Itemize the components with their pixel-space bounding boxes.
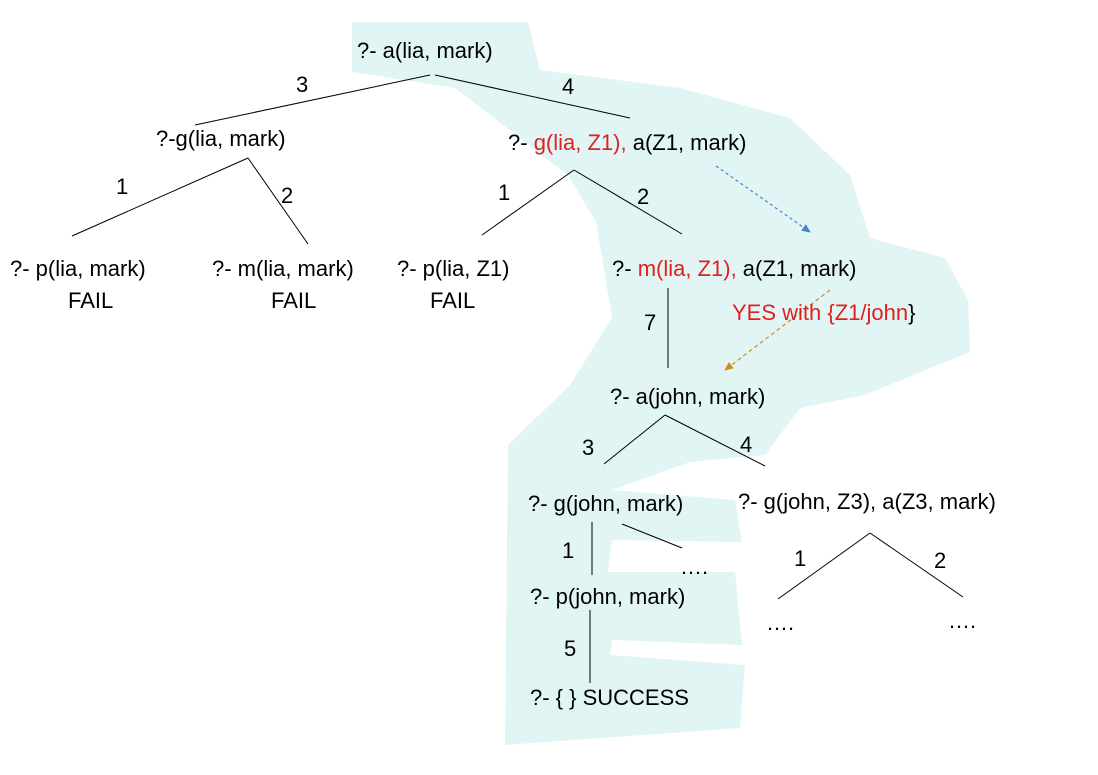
status-fail-1: FAIL: [68, 288, 113, 313]
node-goal3-rest: a(Z1, mark): [737, 256, 857, 281]
edge-label-2-left: 2: [281, 183, 293, 208]
edge-a-john-to-g-john: [603, 414, 666, 465]
node-g-lia-mark: ?-g(lia, mark): [156, 126, 286, 151]
node-goal2: ?- g(lia, Z1), a(Z1, mark): [508, 130, 746, 155]
node-goal2-red: g(lia, Z1),: [534, 130, 627, 155]
orange-dashed-arrow: [724, 289, 831, 371]
yes-annotation-red: YES with {Z1/john: [732, 300, 908, 325]
node-goal2-rest: a(Z1, mark): [627, 130, 747, 155]
edge-root-to-goal2: [434, 74, 631, 119]
yes-annotation: YES with {Z1/john}: [732, 300, 915, 325]
yes-annotation-close: }: [908, 300, 915, 325]
blue-dashed-arrow: [715, 165, 811, 233]
node-m-lia-mark: ?- m(lia, mark): [212, 256, 354, 281]
node-goal2-prefix: ?-: [508, 130, 534, 155]
node-success: ?- { } SUCCESS: [530, 685, 689, 710]
edge-label-7: 7: [644, 310, 656, 335]
edge-g-john-z3-to-left: [777, 532, 871, 600]
edge-g-john-z3-to-right: [869, 532, 964, 598]
ellipsis-right-right: ….: [948, 608, 976, 633]
edge-label-4-low: 4: [740, 432, 752, 457]
node-root: ?- a(lia, mark): [357, 38, 493, 63]
edge-g-to-p: [71, 157, 249, 237]
node-g-john-mark: ?- g(john, mark): [528, 491, 683, 516]
node-p-john-mark: ?- p(john, mark): [530, 584, 685, 609]
edge-label-5: 5: [564, 636, 576, 661]
edge-label-1-john: 1: [562, 538, 574, 563]
edge-label-2-mid: 2: [637, 184, 649, 209]
edge-label-1-left: 1: [116, 174, 128, 199]
edge-root-to-g: [194, 74, 431, 126]
ellipsis-right-left: ….: [766, 610, 794, 635]
edge-label-2-right: 2: [934, 548, 946, 573]
edge-goal2-to-goal3: [573, 169, 683, 235]
edge-label-1-mid: 1: [498, 180, 510, 205]
ellipsis-g-john-other: ….: [680, 554, 708, 579]
edge-g-john-to-other: [621, 523, 683, 549]
solution-path-highlight: [352, 22, 970, 745]
node-goal3-prefix: ?-: [612, 256, 638, 281]
node-goal3-red: m(lia, Z1),: [638, 256, 737, 281]
edge-g-to-m: [247, 157, 309, 245]
edge-a-john-to-g-john-z3: [664, 414, 766, 467]
edge-label-3-low: 3: [582, 435, 594, 460]
edge-goal2-to-p: [481, 169, 575, 236]
status-fail-2: FAIL: [271, 288, 316, 313]
status-fail-3: FAIL: [430, 288, 475, 313]
node-p-lia-z1: ?- p(lia, Z1): [397, 256, 509, 281]
edge-label-4-top: 4: [562, 74, 574, 99]
tree-edges: [71, 74, 964, 683]
node-a-john-mark: ?- a(john, mark): [610, 384, 765, 409]
edge-label-3-top: 3: [296, 72, 308, 97]
node-g-john-z3: ?- g(john, Z3), a(Z3, mark): [738, 489, 996, 514]
edge-label-1-right: 1: [794, 546, 806, 571]
node-p-lia-mark: ?- p(lia, mark): [10, 256, 146, 281]
node-goal3: ?- m(lia, Z1), a(Z1, mark): [612, 256, 856, 281]
